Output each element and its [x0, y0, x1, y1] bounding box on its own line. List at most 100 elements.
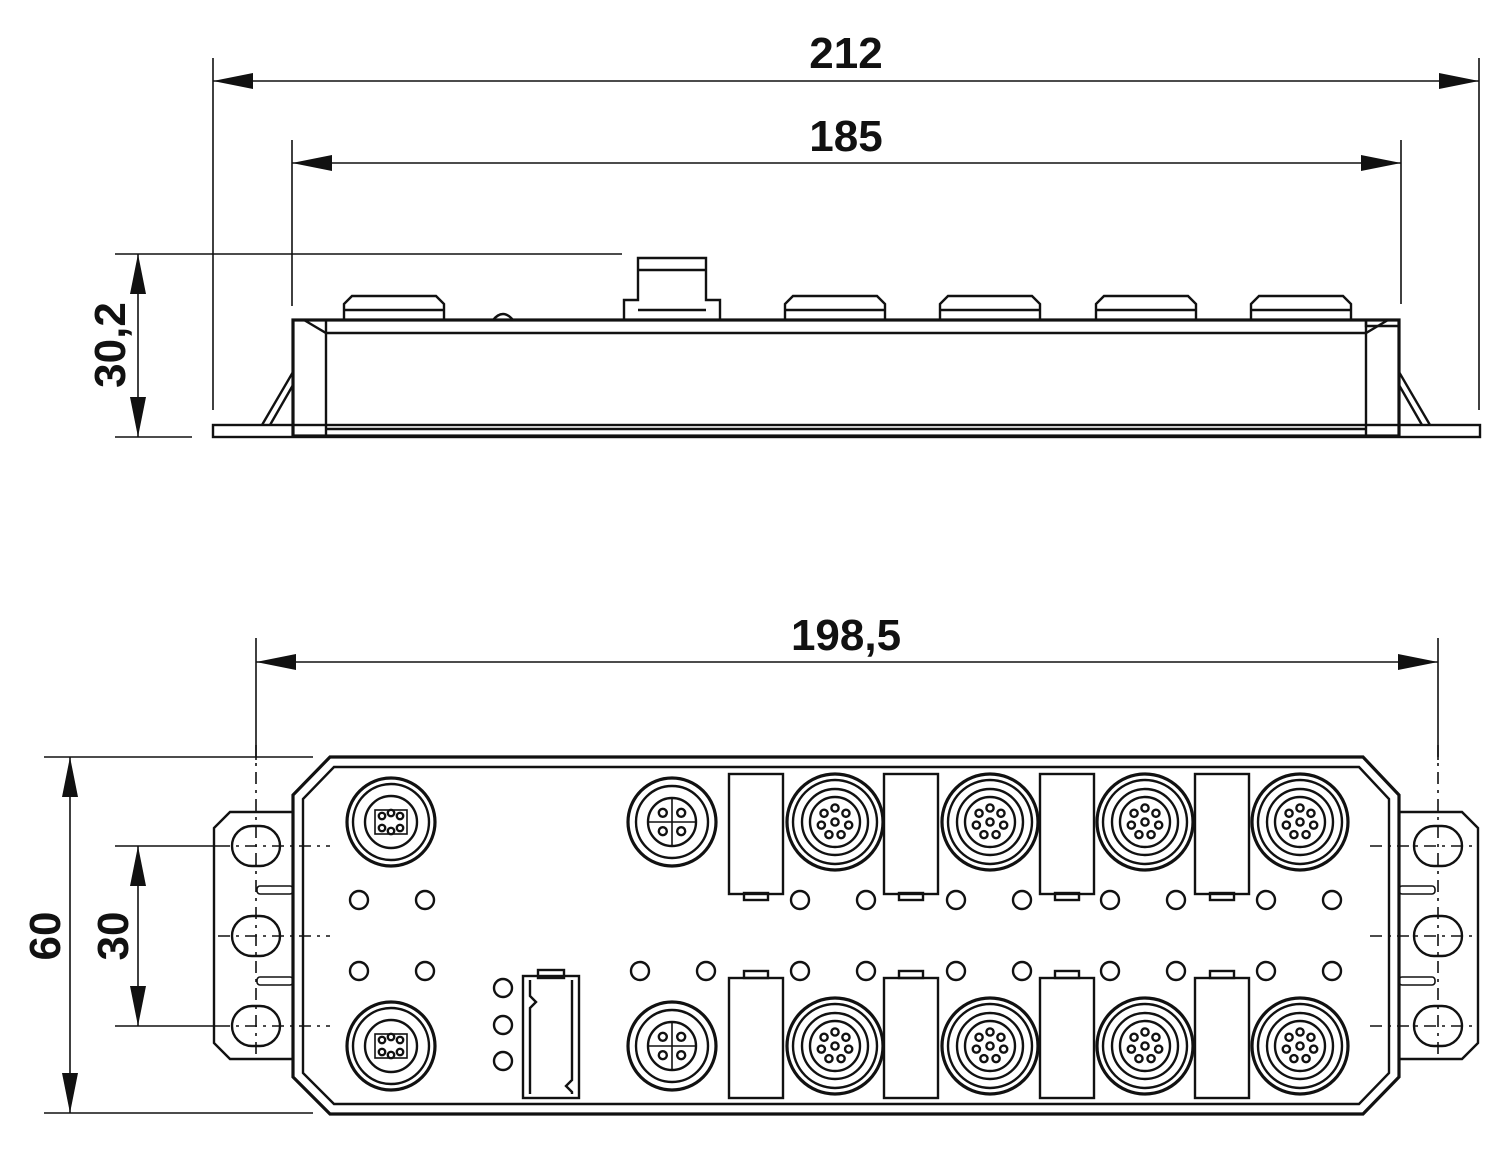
led-row1-4 [945, 889, 967, 911]
m12-ring-inner-b1 [955, 1011, 1025, 1081]
side-connector-cap-2 [783, 294, 887, 320]
power-pin-out-5 [386, 1050, 396, 1060]
bus-pin-in-0 [675, 825, 687, 837]
m12-pin-t2-5 [1126, 820, 1137, 830]
m12-pin-b2-6 [1129, 1032, 1139, 1043]
bus-ring-out [634, 1008, 710, 1084]
m12-pin-b1-4 [979, 1053, 989, 1064]
m12-pin-center-b3 [1295, 1041, 1305, 1051]
dim-label-60: 60 [21, 912, 70, 961]
label-field-bottom-3 [1193, 976, 1251, 1100]
m12-pin-t3-2 [1308, 820, 1319, 830]
led-status-2 [492, 1050, 514, 1072]
led-row2-0 [348, 960, 370, 982]
led-row1-3 [855, 889, 877, 911]
m12-ring-inner-t0 [800, 787, 870, 857]
led-status-0 [492, 977, 514, 999]
label-field-bottom-0 [727, 976, 785, 1100]
m12-pin-b0-0 [830, 1027, 840, 1037]
top-details [345, 772, 1350, 1100]
power-pin-in-2 [377, 823, 387, 833]
dim-label-30-2: 30,2 [86, 302, 135, 388]
m12-pin-b3-6 [1284, 1032, 1294, 1043]
side-bus-connector [622, 256, 722, 320]
address-block-notches [528, 980, 574, 1094]
power-pin-in-3 [395, 823, 405, 833]
right-hole-3 [1412, 1004, 1464, 1048]
led-row2-10 [1255, 960, 1277, 982]
m12-pin-t1-2 [998, 820, 1009, 830]
led-row1-1 [414, 889, 436, 911]
led-row2-6 [945, 960, 967, 982]
power-pin-out-2 [377, 1047, 387, 1057]
m12-ring-inner-b0 [800, 1011, 870, 1081]
dim-label-185: 185 [809, 112, 882, 161]
bus-pin-in-2 [657, 807, 669, 819]
label-field-top-1 [882, 772, 940, 896]
m12-pin-t2-4 [1134, 829, 1144, 840]
m12-pin-center-t2 [1140, 817, 1150, 827]
dim-label-30: 30 [89, 912, 138, 961]
m12-pin-center-b2 [1140, 1041, 1150, 1051]
power-face-out [363, 1018, 419, 1074]
power-pin-out-0 [377, 1035, 387, 1045]
m12-pin-t1-3 [991, 829, 1001, 840]
m12-face-t0 [808, 795, 862, 849]
m12-pin-b0-6 [819, 1032, 829, 1043]
dim-label-198-5: 198,5 [791, 611, 901, 660]
m12-pin-t3-1 [1306, 808, 1316, 819]
m12-pin-center-t1 [985, 817, 995, 827]
m12-pin-t0-3 [836, 829, 846, 840]
m12-pin-b2-4 [1134, 1053, 1144, 1064]
m12-ring-b0 [791, 1002, 879, 1090]
m12-pin-t3-3 [1301, 829, 1311, 840]
left-hole-1 [230, 824, 282, 868]
bus-ring-in [634, 784, 710, 860]
led-row1-7 [1165, 889, 1187, 911]
bus-pin-out-1 [657, 1049, 669, 1061]
m12-pin-t0-6 [819, 808, 829, 819]
m12-ring-t3 [1256, 778, 1344, 866]
label-tab-top-3 [1208, 891, 1236, 902]
right-clip-2 [1398, 976, 1436, 986]
top-housing-outline [291, 755, 1401, 1116]
m12-pin-b0-5 [816, 1044, 827, 1054]
m12-pin-b0-4 [824, 1053, 834, 1064]
led-row2-8 [1099, 960, 1121, 982]
m12-pin-b1-5 [971, 1044, 982, 1054]
right-flange [1399, 810, 1480, 1061]
m12-ring-inner-b3 [1265, 1011, 1335, 1081]
m12-pin-t2-0 [1140, 803, 1150, 813]
bus-connector-in [626, 776, 718, 868]
m12-pin-b1-0 [985, 1027, 995, 1037]
m12-connector-b3 [1250, 996, 1350, 1096]
m12-ring-inner-b2 [1110, 1011, 1180, 1081]
led-row1-0 [348, 889, 370, 911]
m12-face-b0 [808, 1019, 862, 1073]
led-row2-7 [1011, 960, 1033, 982]
led-row2-3 [695, 960, 717, 982]
address-block [521, 974, 581, 1100]
m12-pin-t2-6 [1129, 808, 1139, 819]
label-tab-bottom-3 [1208, 969, 1236, 980]
m12-connector-b2 [1095, 996, 1195, 1096]
m12-pin-b3-3 [1301, 1053, 1311, 1064]
housing-bevel [303, 318, 1389, 335]
led-row2-1 [414, 960, 436, 982]
m12-face-b2 [1118, 1019, 1172, 1073]
power-pin-in-5 [386, 826, 396, 836]
side-view: 212 185 30,2 [86, 29, 1482, 439]
label-field-top-3 [1193, 772, 1251, 896]
label-tab-top-1 [897, 891, 925, 902]
m12-pin-b1-3 [991, 1053, 1001, 1064]
m12-pin-b2-1 [1151, 1032, 1161, 1043]
m12-pin-b3-5 [1281, 1044, 1292, 1054]
bus-pin-in-3 [675, 807, 687, 819]
m12-pin-b2-3 [1146, 1053, 1156, 1064]
bus-connector-out [626, 1000, 718, 1092]
label-tab-bottom-0 [742, 969, 770, 980]
led-status-1 [492, 1014, 514, 1036]
left-hole-3 [230, 1004, 282, 1048]
power-connector-in [345, 776, 437, 868]
